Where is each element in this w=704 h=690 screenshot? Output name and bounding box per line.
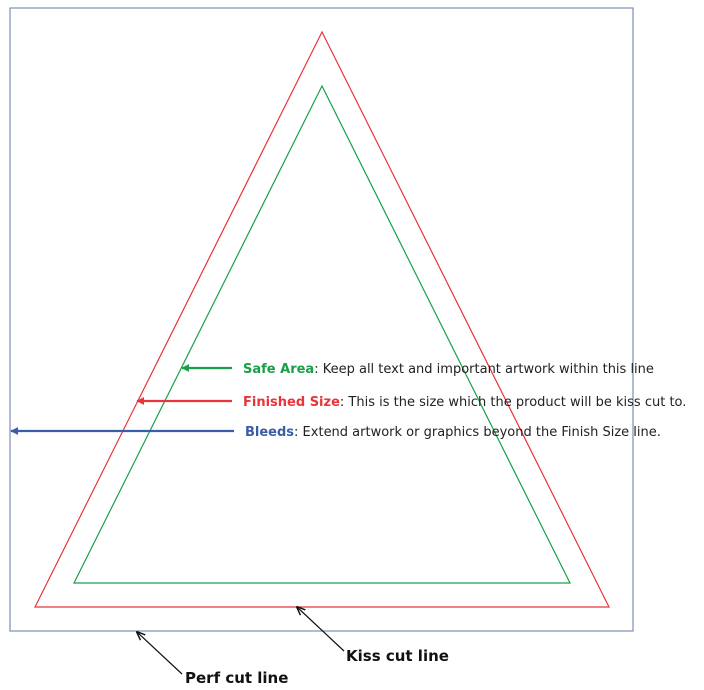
perf-cut-pointer	[137, 632, 183, 675]
safe-area-description: : Keep all text and important artwork wi…	[314, 362, 654, 377]
finished-size-legend: Finished Size: This is the size which th…	[243, 395, 686, 410]
bleeds-term: Bleeds	[245, 425, 294, 440]
kiss-cut-label: Kiss cut line	[346, 647, 449, 665]
safe-area-term: Safe Area	[243, 362, 314, 377]
bleeds-description: : Extend artwork or graphics beyond the …	[294, 425, 661, 440]
bleed-frame	[9, 7, 634, 632]
safe-area-triangle	[73, 84, 571, 584]
safe-area-legend: Safe Area: Keep all text and important a…	[243, 362, 654, 377]
finished-size-term: Finished Size	[243, 395, 340, 410]
bleeds-legend: Bleeds: Extend artwork or graphics beyon…	[245, 425, 661, 440]
perf-cut-label: Perf cut line	[185, 669, 288, 687]
finished-size-triangle	[34, 30, 610, 608]
kiss-cut-pointer	[297, 607, 345, 652]
finished-size-description: : This is the size which the product wil…	[340, 395, 687, 410]
